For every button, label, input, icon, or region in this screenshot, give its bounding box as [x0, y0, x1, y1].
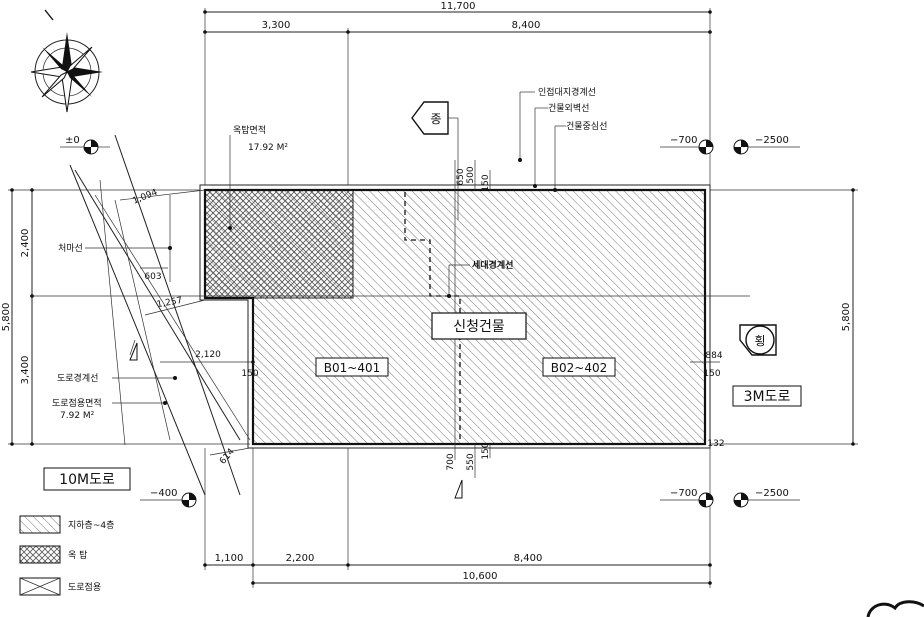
triangle-marker-bottom [454, 479, 463, 499]
level-bot-mid: −700 [670, 488, 697, 499]
section-marker-transverse: 횡 [739, 324, 777, 356]
unit-right-label: B02~402 [551, 361, 607, 375]
level-top-mid: −700 [670, 135, 697, 146]
dim-left-upper: 2,400 [20, 229, 31, 258]
road-3m-label-box: 3M도로 [732, 385, 802, 407]
level-marker-bot-mid: −700 [660, 488, 714, 508]
dim-150-top: 150 [481, 174, 491, 191]
level-marker-top-right: −2500 [733, 135, 800, 155]
unit-left-label: B01~401 [324, 361, 380, 375]
new-building-label: 신청건물 [453, 319, 505, 335]
section-marker-longitudinal: 종 [411, 101, 459, 220]
road-area-value: 7.92 M² [60, 411, 95, 421]
left-dimensions: 5,800 2,400 3,400 [1, 188, 250, 446]
dim-left-lower: 3,400 [20, 356, 31, 385]
dim-bot-b: 2,200 [286, 553, 315, 564]
level-marker-bot-right: −2500 [733, 488, 800, 508]
dim-132: 132 [707, 439, 724, 449]
level-marker-bot-left: −400 [140, 488, 197, 508]
unit-right-label-box: B02~402 [542, 357, 616, 377]
level-marker-top-left: ±0 [60, 135, 110, 155]
dim-1257: 1,257 [156, 296, 183, 310]
north-arrow-icon [30, 9, 103, 113]
triangle-marker-left [129, 342, 138, 361]
legend-road-use-label: 도로점용 [68, 581, 101, 593]
dim-top-right: 8,400 [512, 20, 541, 31]
dim-650: 650 [456, 168, 466, 185]
road-3m-label: 3M도로 [744, 389, 791, 405]
level-bot-left: −400 [150, 488, 177, 499]
adjacent-boundary-label: 인접대지경계선 [538, 86, 596, 98]
legend: 지하층~4층 옥 탑 도로점용 [19, 515, 114, 596]
dim-500: 500 [466, 166, 476, 183]
site-boundary-lines [69, 134, 251, 496]
dim-right-total: 5,800 [841, 303, 852, 332]
outer-wall-label: 건물외벽선 [548, 102, 589, 114]
section-transverse-label: 횡 [754, 334, 765, 348]
household-boundary-label: 세대경계선 [472, 259, 513, 271]
dim-603: 603 [144, 272, 161, 282]
level-top-right: −2500 [755, 135, 789, 146]
annotations: 인접대지경계선 건물외벽선 건물중심선 옥탑면적 17.92 M² 처마선 세대… [52, 86, 607, 421]
dim-150-right: 150 [703, 369, 720, 379]
dim-top-left: 3,300 [262, 20, 291, 31]
center-line-label: 건물중심선 [566, 121, 607, 132]
dim-bot-c: 8,400 [514, 553, 543, 564]
level-top-left: ±0 [65, 135, 80, 146]
legend-basement-label: 지하층~4층 [68, 520, 114, 531]
dim-bot-a: 1,100 [215, 553, 244, 564]
level-bot-right: −2500 [755, 488, 789, 499]
level-marker-top-mid: −700 [660, 135, 714, 155]
road-boundary-label: 도로경계선 [57, 372, 98, 384]
dim-2120: 2,120 [195, 350, 221, 360]
legend-item-road-use: 도로점용 [19, 577, 101, 596]
top-dimensions: 11,700 3,300 8,400 [203, 1, 712, 185]
dim-614: 614 [218, 447, 237, 467]
dim-top-total: 11,700 [441, 1, 476, 12]
dim-150-left: 150 [241, 369, 258, 379]
unit-left-label-box: B01~401 [315, 357, 389, 377]
rooftop-area [205, 190, 353, 298]
rooftop-area-label: 옥탑면적 [233, 124, 266, 136]
legend-item-basement-4f: 지하층~4층 [19, 515, 114, 534]
dim-884: 884 [705, 351, 722, 361]
road-area-label: 도로점용면적 [52, 397, 102, 409]
dim-bot-total: 10,600 [463, 571, 498, 582]
eave-line-label: 처마선 [58, 242, 83, 254]
dim-left-total: 5,800 [1, 303, 12, 332]
logo-fragment-icon [866, 600, 924, 617]
bottom-dimensions: 1,100 2,200 8,400 10,600 [203, 448, 712, 588]
rooftop-area-value: 17.92 M² [248, 143, 288, 153]
road-10m-label-box: 10M도로 [43, 467, 131, 491]
legend-rooftop-label: 옥 탑 [68, 549, 87, 561]
road-10m-label: 10M도로 [59, 472, 115, 488]
dim-700: 700 [446, 453, 456, 470]
section-longitudinal-label: 종 [430, 112, 441, 126]
right-dimensions: 5,800 [710, 188, 858, 446]
new-building-label-box: 신청건물 [431, 312, 527, 340]
legend-item-rooftop: 옥 탑 [19, 545, 87, 564]
dim-150-bot: 150 [481, 442, 491, 459]
dim-550: 550 [466, 453, 476, 470]
